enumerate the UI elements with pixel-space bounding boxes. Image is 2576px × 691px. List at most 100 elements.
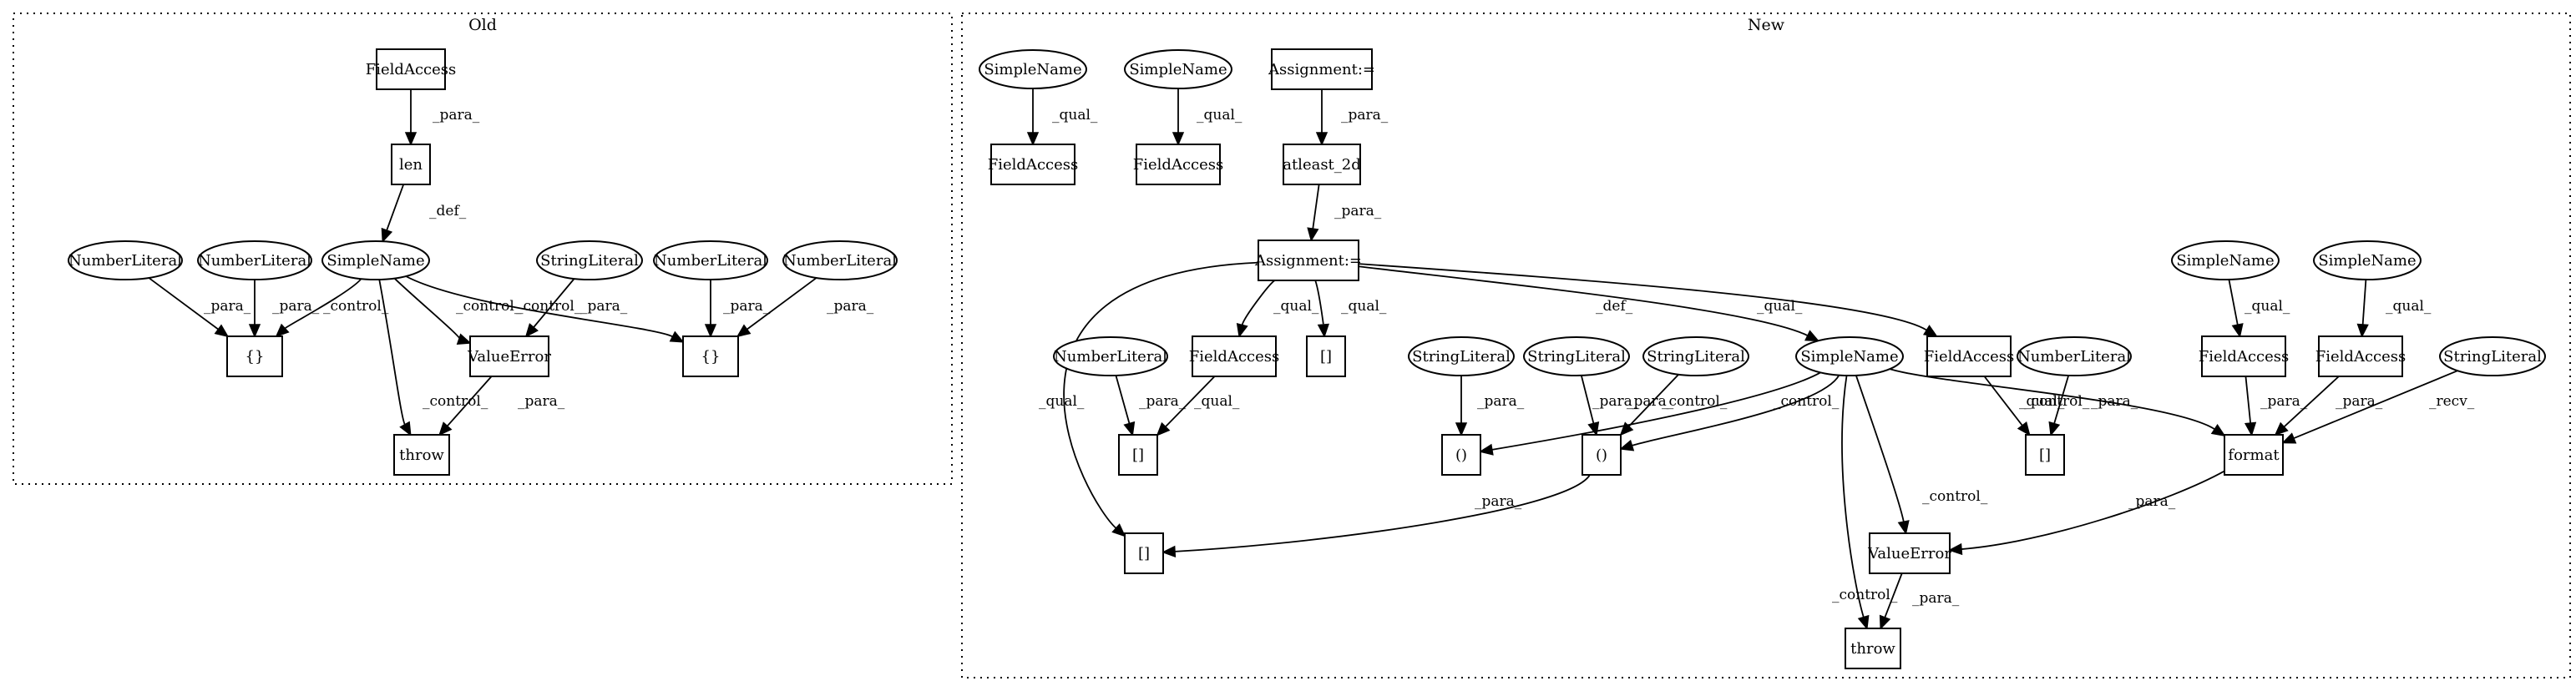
node-box <box>682 335 739 377</box>
edge-label: _qual_ <box>1197 107 1242 124</box>
edge-n_fmt-to-n_ve: _para_ <box>1948 470 2225 556</box>
node-ellipse <box>2171 240 2280 280</box>
node-n_fa2: FieldAccess <box>1133 144 1223 185</box>
node-ellipse <box>782 240 898 280</box>
node-label: NumberLiteral <box>68 252 182 270</box>
node-label: [] <box>1138 545 1150 562</box>
node-ellipse <box>536 240 643 280</box>
arrowhead <box>2356 323 2369 338</box>
cluster-old-label: Old <box>468 16 497 34</box>
edge-n_fa3-to-n_br2: _qual_ <box>1156 376 1240 436</box>
node-o_fa: FieldAccess <box>366 48 456 90</box>
edge-o_sn-to-o_throw: _control_ <box>378 279 488 436</box>
arrowhead <box>2274 421 2289 436</box>
edge-label: _para_ <box>1341 107 1389 124</box>
node-label: SimpleName <box>1800 348 1898 366</box>
edge-line <box>386 184 405 231</box>
arrowhead <box>2281 432 2297 444</box>
edge-label: _para_ <box>1475 493 1522 510</box>
edge-n_sl3-to-n_par2: _para_ <box>1619 374 1679 436</box>
edge-line <box>1358 263 1927 331</box>
node-label: [] <box>1320 348 1332 366</box>
node-label: FieldAccess <box>1189 348 1279 366</box>
edge-label: _para_ <box>1627 393 1674 410</box>
edge-line <box>148 277 219 330</box>
edge-n_sl2-to-n_par2: _para_ <box>1580 375 1640 436</box>
edge-label: _para_ <box>580 298 628 315</box>
arrowhead <box>2231 323 2244 338</box>
arrowhead <box>1948 542 1963 556</box>
node-label: NumberLiteral <box>1054 348 1167 366</box>
node-box <box>391 144 431 185</box>
node-label: SimpleName <box>2176 252 2274 270</box>
arrowhead <box>1619 439 1635 451</box>
edge-n_sn3-to-n_fa5: _qual_ <box>2228 279 2290 338</box>
arrowhead <box>214 324 230 338</box>
node-o_throw: throw <box>393 434 450 476</box>
edge-label: _control_ <box>1774 393 1840 410</box>
node-label: throw <box>1850 640 1895 658</box>
edge-label: _para_ <box>204 298 251 315</box>
arrowhead <box>404 132 418 146</box>
node-o_ve: ValueError <box>467 335 551 377</box>
node-box <box>1926 335 2012 377</box>
edge-n_sl4-to-n_fmt: _recv_ <box>2281 370 2475 444</box>
node-o_len: len <box>391 144 431 185</box>
node-label: ValueError <box>1867 545 1951 562</box>
node-label: len <box>399 156 423 174</box>
edge-o_len-to-o_sn: _def_ <box>381 184 467 243</box>
edge-line <box>2245 376 2252 424</box>
node-n_sl2: StringLiteral <box>1523 336 1630 376</box>
edge-label: _para_ <box>2260 393 2308 410</box>
arrowhead <box>2017 421 2031 436</box>
edge-label: _qual_ <box>1052 107 1098 124</box>
node-n_nl1: NumberLiteral <box>1053 336 1168 376</box>
arrowhead <box>1479 443 1494 456</box>
node-box <box>1582 434 1622 476</box>
edge-n_sn5-to-n_par1: _control_ <box>1479 371 1821 456</box>
edge-label: _qual_ <box>1757 298 1803 315</box>
node-n_sn3: SimpleName <box>2171 240 2280 280</box>
edge-line <box>2283 376 2340 428</box>
node-label: format <box>2228 446 2280 464</box>
node-box <box>393 434 450 476</box>
node-label: atleast_2d <box>1283 156 1361 174</box>
edge-label: _qual_ <box>1194 393 1240 410</box>
edge-n_sn5-to-n_fmt: _control_ <box>1889 368 2226 437</box>
node-label: [] <box>1132 446 1144 464</box>
node-label: () <box>1596 446 1607 464</box>
arrowhead <box>2210 423 2226 437</box>
edge-n_at2d-to-n_asg2: _para_ <box>1307 184 1382 242</box>
node-o_br1: {} <box>226 335 283 377</box>
node-ellipse <box>68 240 183 280</box>
edge-n_fa5-to-n_fmt: _para_ <box>2244 376 2308 436</box>
edge-line <box>1358 265 1809 336</box>
edge-line <box>746 277 817 330</box>
edge-n_asg2-to-n_fa3: _qual_ <box>1236 280 1319 338</box>
node-label: FieldAccess <box>2199 348 2289 366</box>
arrowhead <box>1236 322 1248 338</box>
edge-line <box>1632 375 1840 446</box>
edge-o_sl-to-o_ve: _para_ <box>524 278 628 338</box>
node-ellipse <box>2017 336 2132 376</box>
node-ellipse <box>321 240 430 280</box>
node-label: StringLiteral <box>2443 348 2542 366</box>
edge-n_ve-to-n_throw: _para_ <box>1879 572 1960 630</box>
arrowhead <box>1123 421 1136 436</box>
edge-line <box>1628 374 1679 427</box>
node-label: ValueError <box>467 348 551 366</box>
node-n_fa4: FieldAccess <box>1924 335 2014 377</box>
edge-label: _control_ <box>456 298 522 315</box>
edge-line <box>1165 376 1216 428</box>
node-ellipse <box>1124 49 1232 89</box>
edge-label: _control_ <box>1662 393 1728 410</box>
arrowhead <box>1161 545 1177 557</box>
node-box <box>1258 240 1359 281</box>
node-box <box>1192 335 1277 377</box>
arrowhead <box>1619 421 1634 436</box>
edge-line <box>1115 375 1131 424</box>
node-label: StringLiteral <box>1412 348 1511 366</box>
edge-o_nl1-to-o_br1: _para_ <box>148 277 251 338</box>
node-label: NumberLiteral <box>2017 348 2131 366</box>
